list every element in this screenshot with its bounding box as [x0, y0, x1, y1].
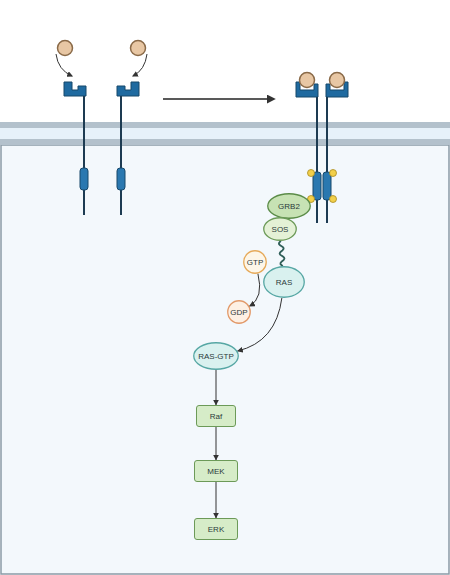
- kinase-box: Raf: [196, 405, 236, 427]
- activation-arrow: [163, 98, 274, 100]
- kinase-box: ERK: [194, 518, 238, 540]
- node-label: GDP: [230, 308, 247, 317]
- inactive-receptors: [56, 41, 147, 216]
- nucleotide-circle: GTP: [243, 250, 267, 274]
- protein-ellipse: RAS: [263, 266, 305, 298]
- node-label: MEK: [207, 467, 224, 476]
- node-label: GRB2: [278, 202, 300, 211]
- wavy-connector: [279, 241, 284, 266]
- node-label: GTP: [247, 258, 263, 267]
- protein-ellipse: RAS-GTP: [193, 342, 239, 370]
- arrow-connector: [216, 370, 217, 405]
- kinase-box: MEK: [194, 460, 238, 482]
- arrow-connector: [249, 274, 259, 306]
- node-label: Raf: [210, 412, 222, 421]
- node-label: ERK: [208, 525, 224, 534]
- node-label: RAS: [276, 278, 292, 287]
- cell-membrane: [0, 122, 450, 145]
- nucleotide-circle: GDP: [227, 300, 251, 324]
- arrow-connector: [216, 427, 217, 460]
- protein-ellipse: GRB2: [267, 193, 311, 219]
- node-label: SOS: [272, 225, 289, 234]
- protein-ellipse: SOS: [263, 217, 297, 241]
- cytoplasm: [1, 145, 449, 574]
- node-label: RAS-GTP: [198, 352, 234, 361]
- arrow-connector: [216, 482, 217, 518]
